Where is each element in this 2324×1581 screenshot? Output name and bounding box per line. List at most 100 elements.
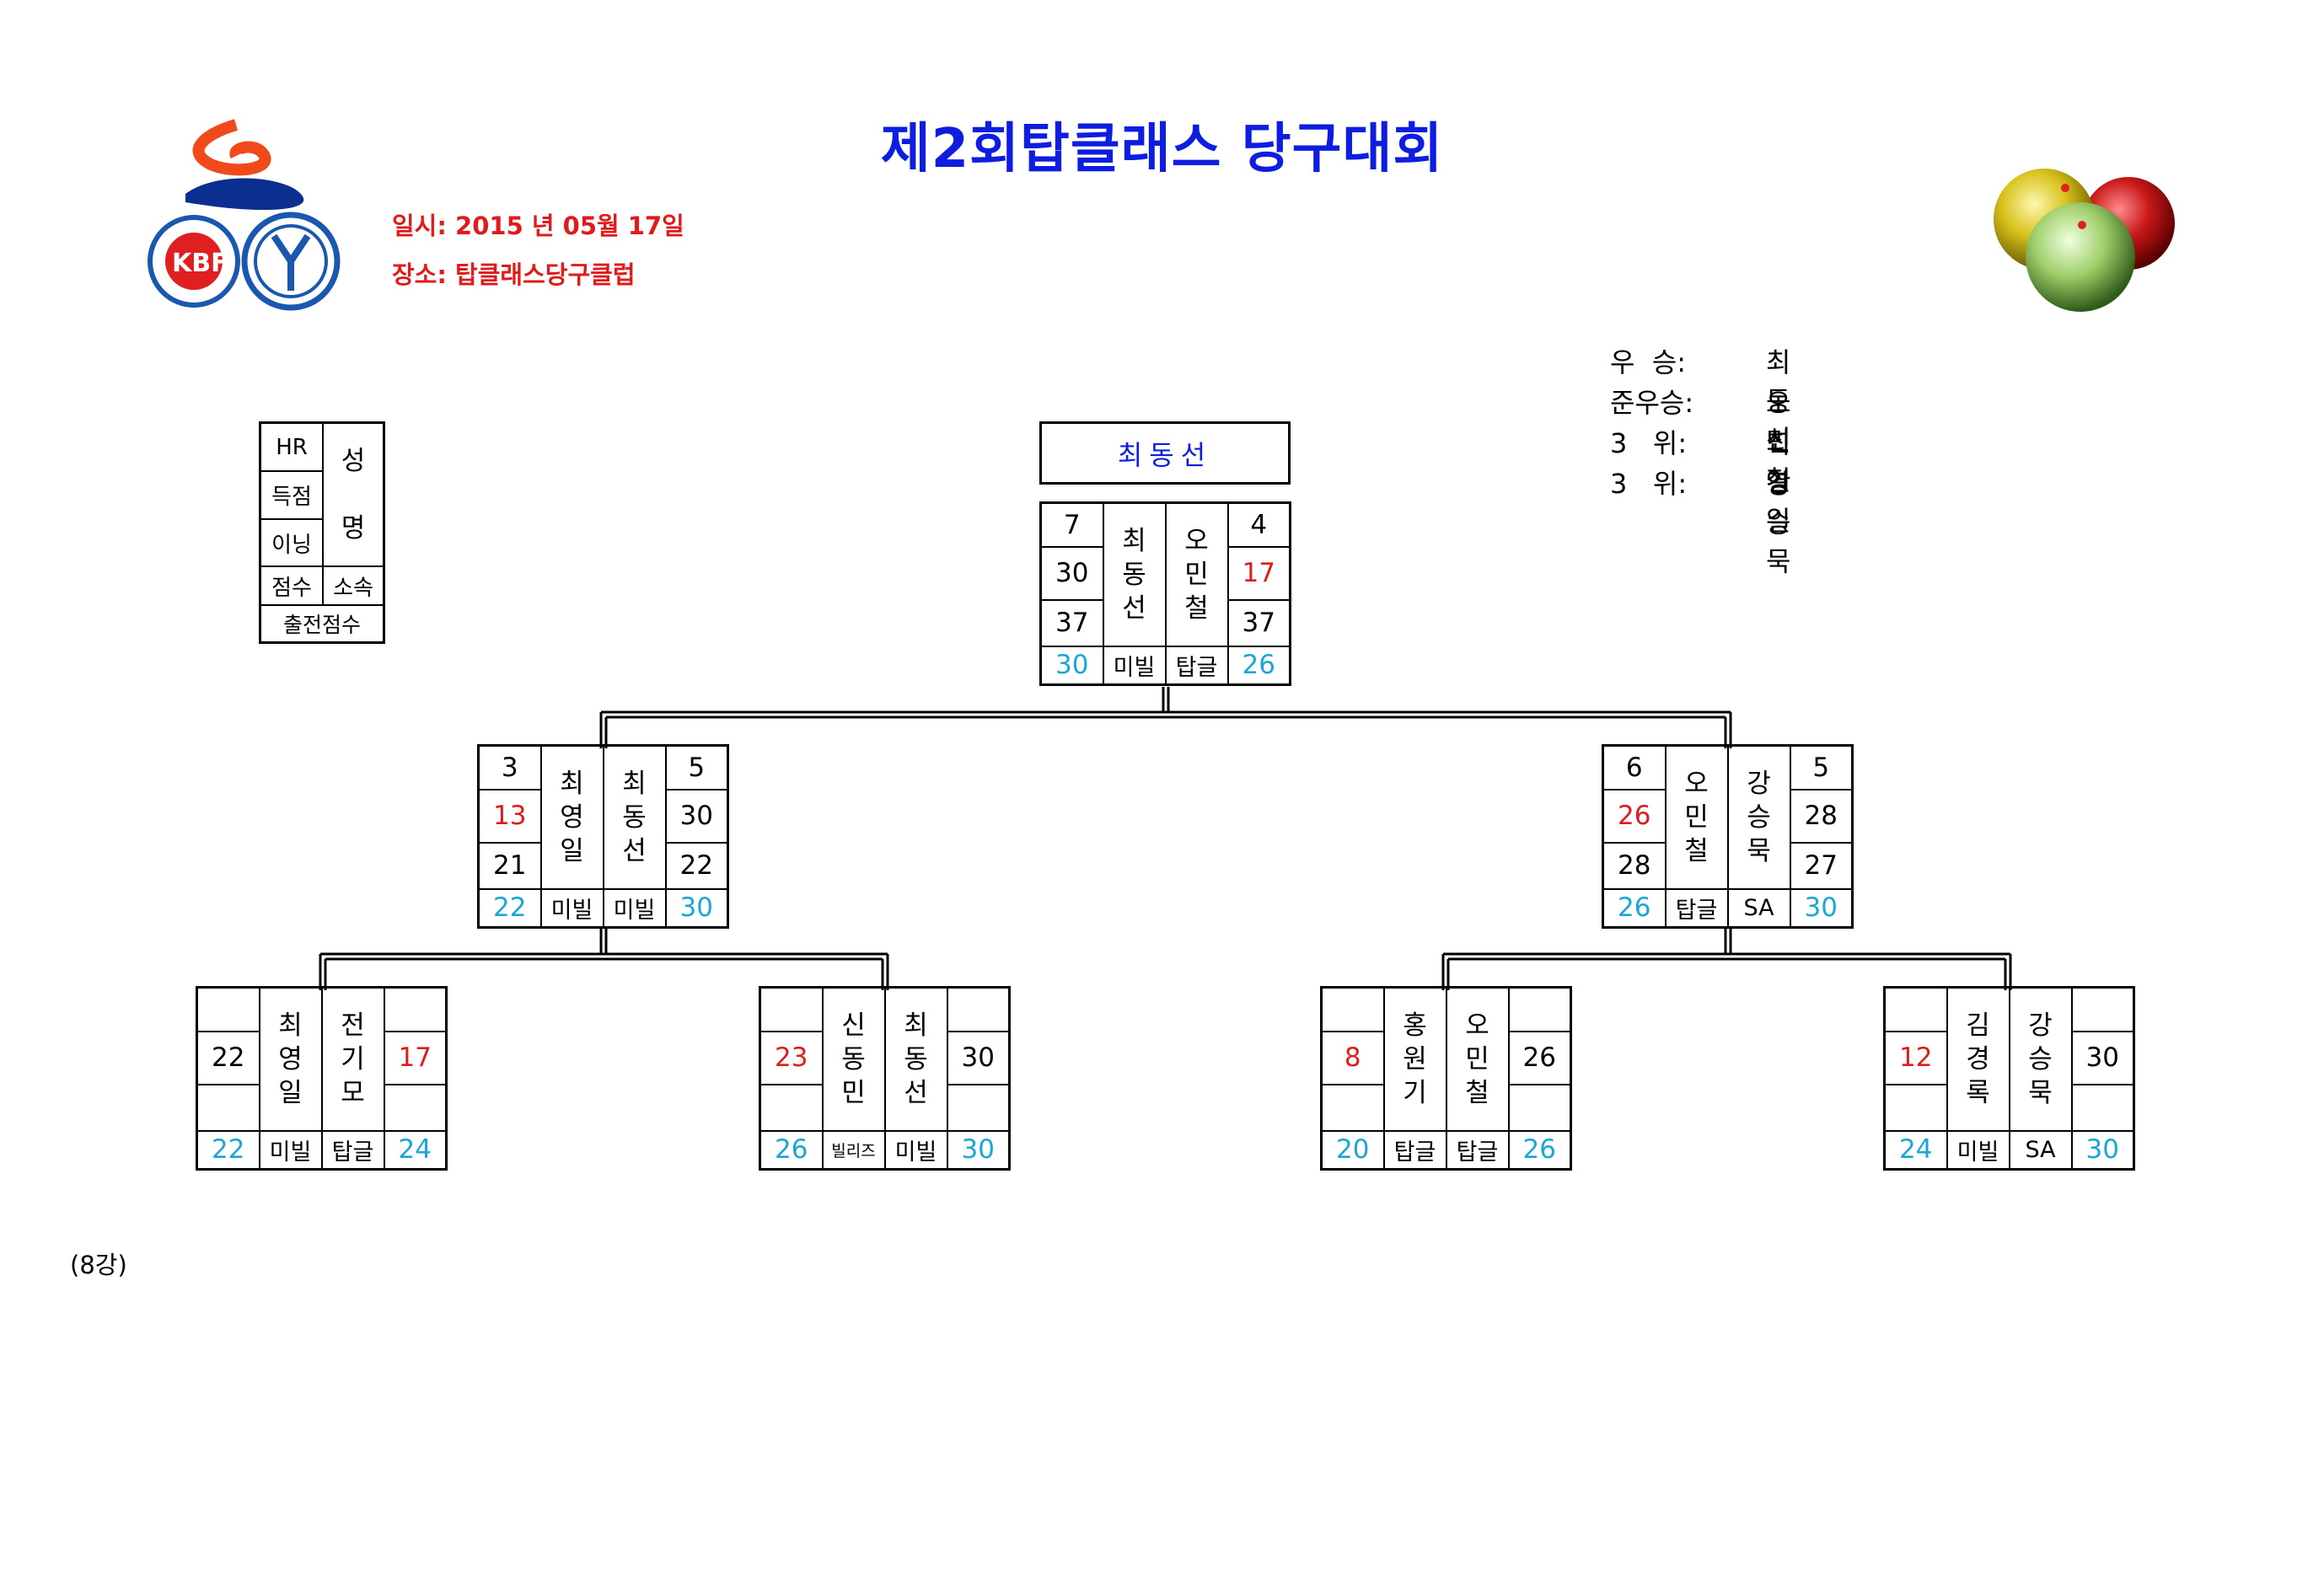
standing-name: 최동선 bbox=[1766, 346, 1791, 456]
player-name-left: 오민철 bbox=[1664, 744, 1729, 890]
quarterfinal-match: 신동민 최동선 23 30 26 빌리즈 미빌 30 bbox=[759, 986, 1011, 1171]
points-right: 30 bbox=[2070, 1030, 2135, 1085]
player-name: 최동선 bbox=[904, 1010, 928, 1108]
semifinal-match: 3 최영일 최동선 5 13 30 21 22 22 미빌 미빌 30 bbox=[477, 744, 729, 929]
start-score-right: 30 bbox=[1789, 887, 1854, 929]
start-score-left: 26 bbox=[759, 1129, 824, 1171]
hr-left: 6 bbox=[1602, 744, 1667, 790]
legend-score: 점수 bbox=[261, 567, 324, 606]
champion-box: 최동선 bbox=[1039, 421, 1291, 485]
affiliation-right: 미빌 bbox=[602, 887, 667, 929]
affiliation-left: 탑글 bbox=[1664, 887, 1729, 929]
points-right: 26 bbox=[1507, 1030, 1572, 1085]
affiliation-left: 미빌 bbox=[1102, 645, 1167, 686]
start-score-left: 30 bbox=[1039, 645, 1104, 686]
billiard-balls-image bbox=[1994, 169, 2175, 312]
legend-start-score: 출전점수 bbox=[282, 613, 361, 637]
innings-left: 37 bbox=[1039, 598, 1104, 647]
start-score-left: 20 bbox=[1320, 1129, 1385, 1171]
player-name-right: 강승묵 bbox=[2008, 986, 2073, 1132]
legend-innings: 이닝 bbox=[261, 520, 324, 567]
legend-hr: HR bbox=[261, 424, 324, 472]
affiliation-left: 미빌 bbox=[1946, 1129, 2010, 1171]
legend-name: 성 명 bbox=[324, 424, 383, 567]
player-name-left: 홍원기 bbox=[1382, 986, 1447, 1132]
points-right: 17 bbox=[1226, 545, 1291, 601]
player-name-right: 전기모 bbox=[320, 986, 385, 1132]
start-score-right: 26 bbox=[1507, 1129, 1572, 1171]
legend-box: HR 득점 이닝 성 명 점수 소속 출전점수 bbox=[259, 421, 385, 644]
player-name-right: 오민철 bbox=[1445, 986, 1510, 1132]
start-score-right: 24 bbox=[383, 1129, 448, 1171]
svg-text:KBF: KBF bbox=[172, 249, 228, 278]
innings-right: 27 bbox=[1789, 841, 1854, 890]
player-name: 최영일 bbox=[278, 1010, 303, 1108]
player-name: 오민철 bbox=[1184, 525, 1209, 624]
points-left: 23 bbox=[759, 1030, 824, 1085]
legend-points: 득점 bbox=[261, 472, 324, 520]
hr-right: 5 bbox=[664, 744, 729, 790]
player-name: 최동선 bbox=[622, 768, 647, 866]
player-name: 김경록 bbox=[1966, 1010, 1990, 1108]
player-name-right: 오민철 bbox=[1164, 501, 1229, 647]
start-score-left: 22 bbox=[196, 1129, 260, 1171]
affiliation-right: SA bbox=[2008, 1129, 2073, 1171]
innings-left: 21 bbox=[477, 841, 542, 890]
points-left: 8 bbox=[1320, 1030, 1385, 1085]
points-right: 28 bbox=[1789, 788, 1854, 844]
player-name: 전기모 bbox=[341, 1010, 365, 1108]
innings-right: 37 bbox=[1226, 598, 1291, 647]
affiliation-right: 탑글 bbox=[320, 1129, 385, 1171]
start-score-right: 30 bbox=[664, 887, 729, 929]
affiliation-left: 미빌 bbox=[258, 1129, 323, 1171]
innings-left: 28 bbox=[1602, 841, 1667, 890]
start-score-left: 24 bbox=[1883, 1129, 1948, 1171]
player-name: 오민철 bbox=[1684, 768, 1709, 866]
page-title: 제2회탑클래스 당구대회 bbox=[880, 118, 1444, 180]
standing-label: 3 위: bbox=[1610, 427, 1688, 459]
points-left: 26 bbox=[1602, 788, 1667, 844]
innings-right: 22 bbox=[664, 841, 729, 890]
start-score-left: 26 bbox=[1602, 887, 1667, 929]
player-name-left: 최동선 bbox=[1102, 501, 1167, 647]
points-left: 30 bbox=[1039, 545, 1104, 601]
points-left: 22 bbox=[196, 1030, 260, 1085]
hr-left: 3 bbox=[477, 744, 542, 790]
standing-label: 우 승: bbox=[1610, 346, 1687, 378]
quarterfinal-match: 홍원기 오민철 8 26 20 탑글 탑글 26 bbox=[1320, 986, 1572, 1171]
player-name-left: 최영일 bbox=[539, 744, 604, 890]
standing-label: 3 위: bbox=[1610, 468, 1688, 500]
round-note: (8강) bbox=[70, 1251, 127, 1279]
final-match: 7 최동선 오민철 4 30 17 37 37 30 미빌 탑글 26 bbox=[1039, 501, 1291, 686]
standing-label: 준우승: bbox=[1610, 387, 1694, 419]
affiliation-right: SA bbox=[1726, 887, 1791, 929]
player-name: 최동선 bbox=[1122, 525, 1146, 624]
points-left: 12 bbox=[1883, 1030, 1948, 1085]
start-score-right: 26 bbox=[1226, 645, 1291, 686]
event-venue: 장소: 탑클래스당구클럽 bbox=[392, 260, 636, 289]
points-right: 30 bbox=[946, 1030, 1011, 1085]
player-name-left: 최영일 bbox=[258, 986, 323, 1132]
standing-name: 최영일 bbox=[1766, 427, 1791, 537]
player-name-right: 최동선 bbox=[883, 986, 948, 1132]
legend-affiliation: 소속 bbox=[324, 567, 383, 606]
start-score-right: 30 bbox=[946, 1129, 1011, 1171]
player-name-left: 김경록 bbox=[1946, 986, 2010, 1132]
affiliation-left: 빌리즈 bbox=[821, 1129, 886, 1171]
points-left: 13 bbox=[477, 788, 542, 844]
semifinal-match: 6 오민철 강승묵 5 26 28 28 27 26 탑글 SA 30 bbox=[1602, 744, 1854, 929]
hr-right: 5 bbox=[1789, 744, 1854, 790]
player-name-right: 강승묵 bbox=[1726, 744, 1791, 890]
affiliation-left: 탑글 bbox=[1382, 1129, 1447, 1171]
start-score-left: 22 bbox=[477, 887, 542, 929]
affiliation-right: 탑글 bbox=[1445, 1129, 1510, 1171]
player-name: 신동민 bbox=[841, 1010, 866, 1108]
affiliation-right: 미빌 bbox=[883, 1129, 948, 1171]
affiliation-right: 탑글 bbox=[1164, 645, 1229, 686]
kbf-logo: KBF bbox=[148, 119, 341, 311]
hr-left: 7 bbox=[1039, 501, 1104, 548]
player-name-left: 신동민 bbox=[821, 986, 886, 1132]
start-score-right: 30 bbox=[2070, 1129, 2135, 1171]
